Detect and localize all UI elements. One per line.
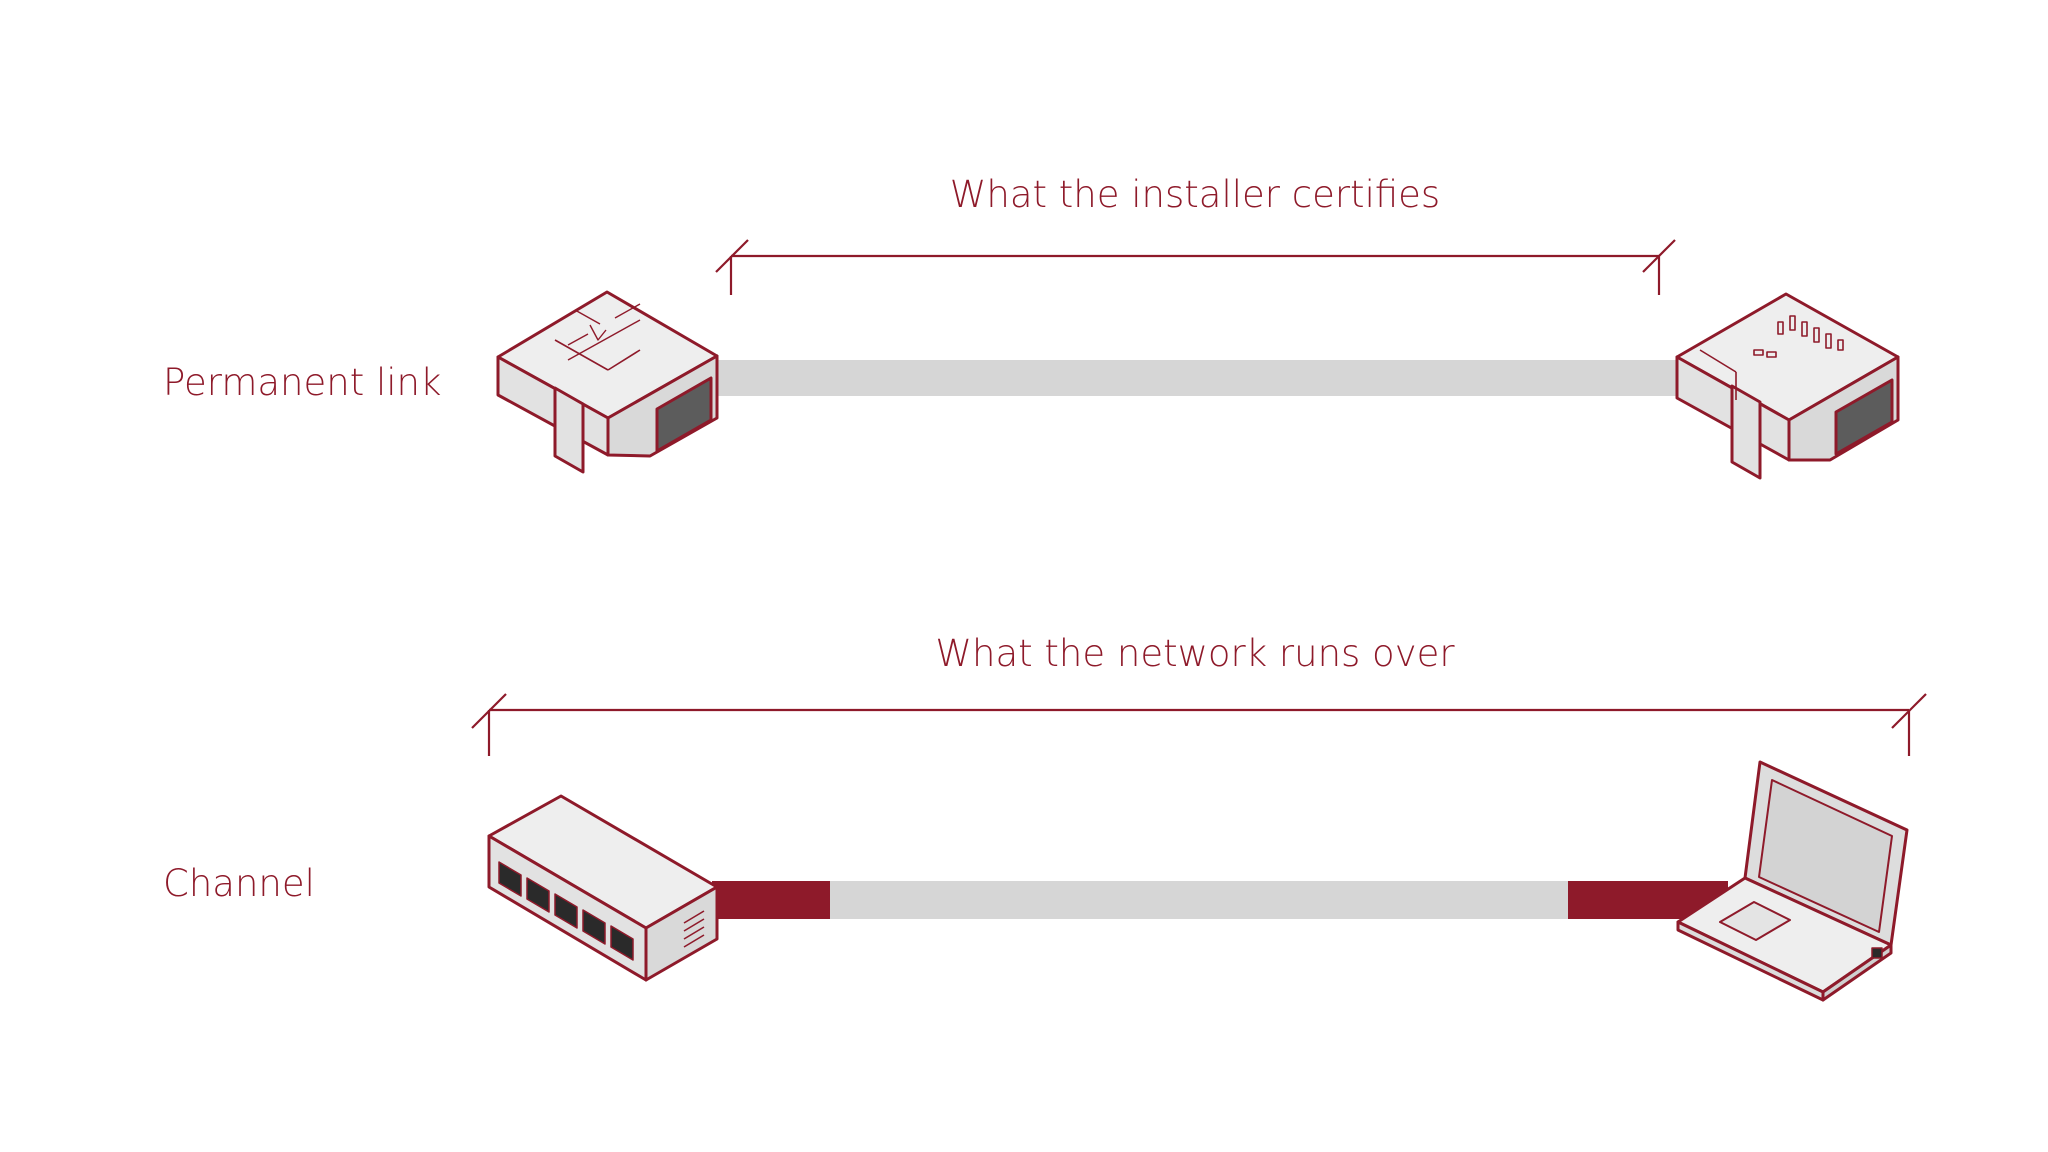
network-switch-icon (487, 794, 719, 982)
permanent-link-cable (712, 360, 1676, 396)
permanent-link-row: Permanent link What the installer certif… (163, 173, 1900, 480)
patch-panel-jack-icon (1675, 292, 1900, 480)
channel-span-bracket (471, 693, 1927, 756)
channel-cable (830, 881, 1570, 919)
channel-row-label: Channel (163, 862, 315, 905)
laptop-icon (1676, 760, 1909, 1002)
channel-span-caption: What the network runs over (935, 632, 1455, 675)
permanent-link-row-label: Permanent link (163, 361, 441, 404)
wall-jack-icon (496, 290, 719, 474)
permanent-link-span-bracket (715, 239, 1676, 295)
channel-row: Channel What the network runs over (163, 632, 1927, 1002)
permanent-link-span-caption: What the installer certifies (950, 173, 1440, 216)
channel-patch-cord-left (712, 881, 832, 919)
